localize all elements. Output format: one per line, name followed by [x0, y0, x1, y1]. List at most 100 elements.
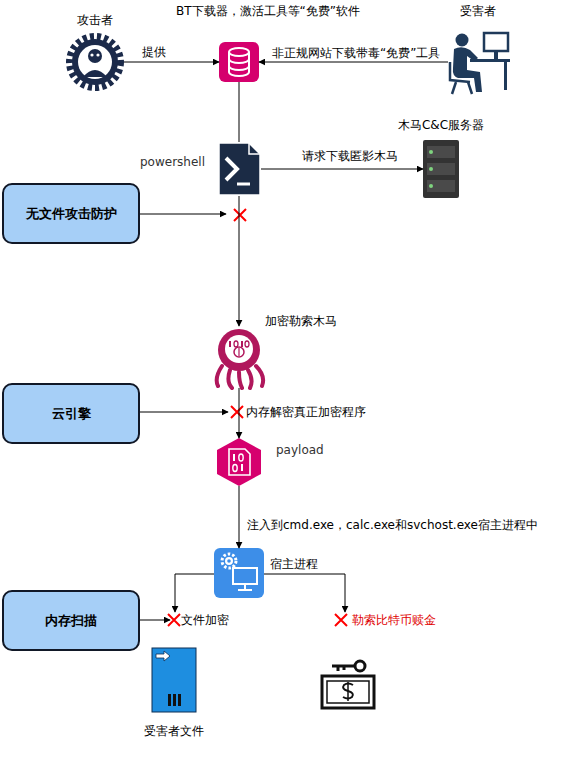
- host-process-icon-part: [233, 568, 257, 584]
- victim-icon-part: [494, 51, 498, 59]
- node-label: powershell: [140, 155, 205, 169]
- edge-label: 注入到cmd.exe，calc.exe和svchost.exe宿主进程中: [247, 518, 538, 532]
- file-icon-part: [168, 694, 171, 706]
- attacker-icon-part: [88, 49, 102, 63]
- note-label: 勒索比特币赎金: [352, 613, 436, 627]
- branch-arrow: [264, 574, 345, 612]
- cc-server-node: 木马C&C服务器: [423, 140, 459, 198]
- file-icon-part: [178, 694, 181, 706]
- server-icon-part: [429, 167, 433, 171]
- server-icon-part: [423, 140, 459, 198]
- ransomware-icon-part: [234, 341, 238, 347]
- ransomware-icon: [217, 329, 263, 388]
- note-label: 内存解密真正加密程序: [246, 405, 366, 419]
- ransomware-icon-part: [245, 341, 249, 347]
- edge-label: 提供: [142, 45, 166, 59]
- ransom-money-icon-part: [332, 666, 355, 671]
- node-label: 受害者文件: [144, 724, 204, 738]
- block-mark-part: [234, 209, 246, 221]
- victim-icon-part: [484, 33, 508, 51]
- host-process-icon: [214, 548, 264, 598]
- powershell-icon-part: [226, 158, 237, 180]
- payload-icon-part: [239, 454, 243, 461]
- server-icon-part: [429, 150, 433, 154]
- connector-arrow: [239, 486, 240, 548]
- ransom-money-icon-part: [355, 661, 365, 671]
- attacker-node: 攻击者: [66, 33, 124, 91]
- ransomware-icon-part: [238, 348, 239, 356]
- ransom-money-icon: [322, 661, 374, 708]
- file-icon: [152, 648, 196, 712]
- attacker-icon-part: [78, 45, 112, 79]
- database-icon-part: [229, 48, 249, 56]
- node-label: 受害者: [460, 4, 496, 18]
- connector-arrow: [239, 388, 240, 438]
- defense-arrow: [140, 620, 170, 621]
- victim-file-node: 受害者文件: [152, 648, 196, 712]
- payload-icon-part: [233, 454, 235, 461]
- block-mark-part: [231, 406, 243, 418]
- victim-icon: [450, 33, 510, 94]
- host-process-icon-part: [238, 589, 252, 591]
- database-icon-part: [229, 59, 249, 70]
- note-label: 文件加密: [181, 613, 229, 627]
- database-icon-part: [219, 42, 259, 82]
- defense-box: 无文件攻击防护: [2, 183, 140, 244]
- connector-arrow: [239, 196, 240, 326]
- host-process-icon-part: [222, 554, 236, 568]
- ransomware-icon-part: [229, 341, 231, 347]
- defense-arrow: [140, 214, 226, 215]
- host-process-icon-part: [227, 559, 231, 563]
- node-label: 木马C&C服务器: [398, 118, 484, 132]
- block-mark: [234, 209, 246, 221]
- block-mark: [335, 614, 347, 626]
- block-mark-part: [335, 614, 347, 626]
- ransomware-icon-part: [218, 329, 260, 371]
- powershell-icon-part: [249, 143, 260, 154]
- server-icon-part: [427, 180, 455, 192]
- edge-label: 非正规网站下载带毒“免费”工具: [272, 46, 440, 60]
- block-mark: [168, 614, 180, 626]
- payload-icon: [217, 438, 261, 486]
- connector-arrow: [261, 169, 423, 170]
- victim-icon-part: [450, 62, 472, 94]
- box-label: 云引擎: [52, 405, 91, 423]
- file-icon-part: [152, 648, 196, 712]
- database-icon-part: [229, 52, 249, 76]
- powershell-icon: [219, 143, 260, 195]
- ransom-money-icon-part: [322, 676, 374, 708]
- ransomware-node: 加密勒索木马: [209, 326, 269, 388]
- node-label: 加密勒索木马: [265, 314, 337, 328]
- attacker-icon: [70, 37, 120, 87]
- ransom-money-icon-part: [347, 682, 349, 701]
- victim-icon-part: [453, 47, 482, 92]
- victim-icon-part: [504, 62, 507, 90]
- ransomware-icon-part: [241, 341, 243, 347]
- host-process-node: 宿主进程: [214, 548, 264, 598]
- defense-arrow: [140, 412, 228, 413]
- database-icon: [219, 42, 259, 82]
- server-icon-part: [427, 146, 455, 158]
- file-icon-part: [173, 694, 176, 706]
- node-label: 攻击者: [77, 13, 113, 27]
- payload-icon-part: [241, 464, 243, 471]
- victim-icon-part: [456, 34, 469, 47]
- connector-arrow: [239, 82, 240, 142]
- ransomware-icon-part: [225, 335, 253, 363]
- node-label: payload: [276, 443, 324, 457]
- attacker-icon-part: [90, 53, 93, 56]
- payload-icon-part: [217, 438, 261, 486]
- host-process-icon-part: [214, 548, 264, 598]
- server-icon-part: [429, 184, 433, 188]
- defense-box: 云引擎: [2, 383, 140, 444]
- payload-icon-part: [229, 449, 250, 475]
- attacker-icon-part: [83, 70, 107, 77]
- box-label: 无文件攻击防护: [26, 205, 117, 223]
- powershell-icon-part: [219, 143, 260, 195]
- ransom-money-icon-part: [327, 681, 369, 703]
- node-label: BT下载器，激活工具等“免费”软件: [176, 4, 360, 18]
- file-icon-part: [156, 651, 170, 661]
- box-label: 内存扫描: [45, 612, 97, 630]
- attacker-icon-part: [70, 37, 120, 87]
